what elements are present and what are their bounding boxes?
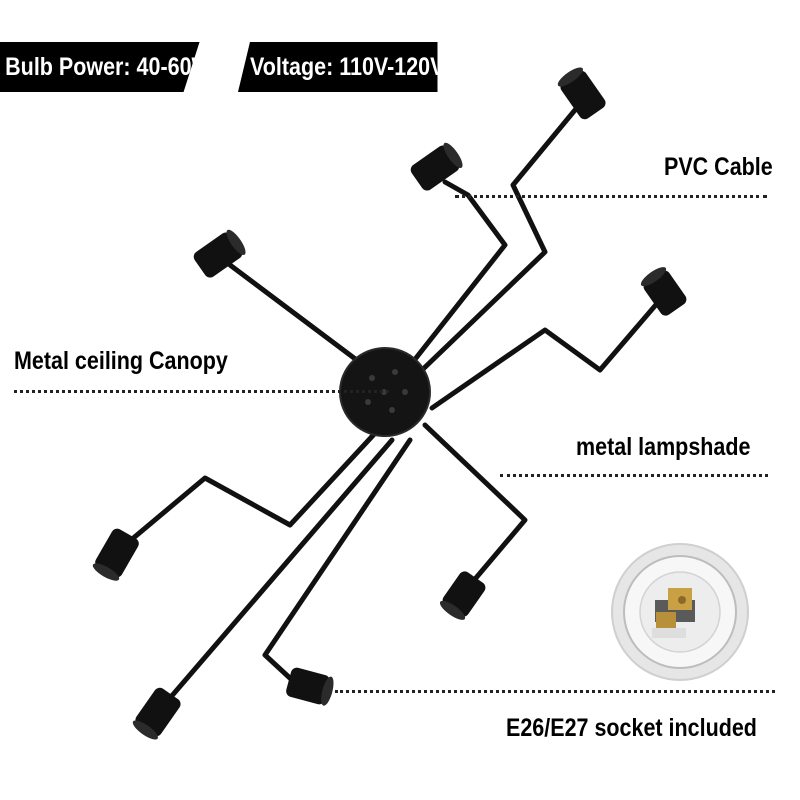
voltage-spec: Voltage: 110V-120V bbox=[238, 42, 438, 92]
pvc-cable-label: PVC Cable bbox=[664, 153, 773, 181]
arm-top bbox=[417, 107, 578, 375]
arm-right bbox=[429, 297, 663, 411]
socket-leader bbox=[335, 690, 775, 693]
socket-label: E26/E27 socket included bbox=[506, 714, 757, 742]
lampshade-leader bbox=[500, 474, 768, 477]
spec-banner: Bulb Power: 40-60W Voltage: 110V-120V bbox=[0, 42, 470, 92]
socket-bottom-left bbox=[132, 687, 181, 740]
lampshade-label: metal lampshade bbox=[576, 433, 751, 461]
pvc-cable-leader bbox=[455, 195, 767, 198]
socket-lower-right bbox=[439, 571, 486, 620]
socket-upper-left bbox=[193, 229, 246, 278]
socket-bottom-mid bbox=[286, 667, 334, 706]
socket-upper-mid bbox=[410, 142, 463, 191]
socket-right bbox=[640, 267, 687, 316]
arm-bottom-left bbox=[167, 437, 395, 701]
socket-lower-left bbox=[92, 528, 139, 581]
socket-closeup-photo bbox=[611, 543, 749, 681]
bulb-power-spec: Bulb Power: 40-60W bbox=[0, 42, 200, 92]
arm-upper-mid bbox=[402, 179, 508, 375]
arm-bottom-mid bbox=[262, 437, 413, 683]
canopy-leader bbox=[14, 390, 389, 393]
socket-top bbox=[557, 67, 606, 120]
arm-lower-right bbox=[422, 422, 528, 588]
canopy-label: Metal ceiling Canopy bbox=[14, 347, 228, 375]
arm-lower-left bbox=[122, 427, 381, 548]
